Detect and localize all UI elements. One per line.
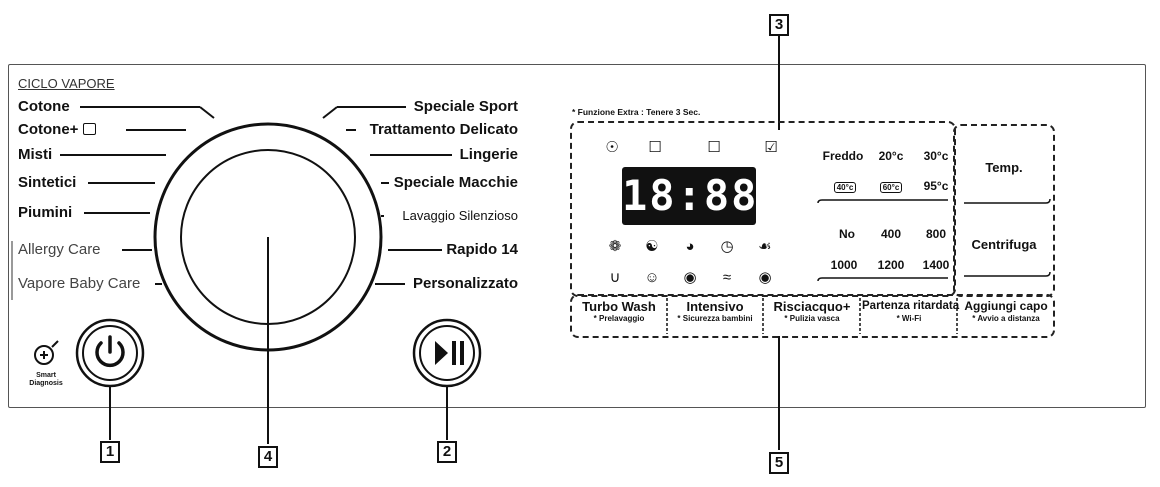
spin-1200: 1200 — [877, 258, 905, 272]
program-trattamento-delicato[interactable]: Trattamento Delicato — [369, 121, 518, 138]
pause-glyph-2 — [460, 341, 464, 365]
callout-1: 1 — [100, 441, 120, 463]
temp-95: 95°c — [923, 179, 949, 193]
spin-1000: 1000 — [830, 258, 858, 272]
child-lock-icon: ☺ — [644, 269, 660, 286]
add-item-icon: ☙ — [758, 238, 772, 255]
turbo-wash-sub: * Prelavaggio — [593, 314, 645, 323]
temp-20: 20°c — [878, 149, 904, 163]
play-glyph — [435, 341, 448, 365]
door-lock-icon: ∪ — [609, 269, 621, 286]
extra-function-note: * Funzione Extra : Tenere 3 Sec. — [572, 107, 701, 117]
program-cotone-plus[interactable]: Cotone+ — [18, 121, 97, 139]
callout-3: 3 — [769, 14, 789, 36]
program-allergy-care[interactable]: Allergy Care — [18, 241, 101, 258]
temp-freddo: Freddo — [822, 149, 864, 163]
temp-30: 30°c — [923, 149, 949, 163]
program-cotone-plus-label: Cotone+ — [18, 121, 79, 138]
steam-icon: ☯ — [645, 238, 659, 255]
pause-glyph-1 — [452, 341, 456, 365]
display-digits: 18:88 — [622, 171, 759, 220]
program-lavaggio-silenzioso[interactable]: Lavaggio Silenzioso — [402, 208, 518, 223]
callout-4: 4 — [258, 446, 278, 468]
intensivo-sub: * Sicurezza bambini — [677, 314, 753, 323]
aggiungi-capo-label: Aggiungi capo — [964, 299, 1048, 313]
display-area-box — [570, 121, 956, 297]
program-piumini[interactable]: Piumini — [18, 204, 73, 221]
risciacquo-plus-button[interactable]: Risciacquo+ * Pulizia vasca — [765, 299, 859, 324]
leader-cotone-curve — [199, 106, 215, 119]
temp-60-box: 60°c — [879, 182, 903, 193]
wash-icon: ☐ — [707, 139, 721, 156]
pre-wash-icon: ☐ — [648, 139, 662, 156]
risciacquo-plus-sub: * Pulizia vasca — [784, 314, 840, 323]
risciacquo-plus-label: Risciacquo+ — [773, 299, 851, 314]
callout-5: 5 — [769, 452, 789, 474]
soak-icon: ◕ — [685, 238, 695, 255]
wifi-icon: ≈ — [722, 269, 732, 286]
program-lingerie[interactable]: Lingerie — [459, 146, 518, 163]
tub-clean-icon: ◉ — [683, 269, 697, 286]
temp-60: 60°c — [871, 179, 911, 194]
temp-spin-buttons-box — [953, 124, 1055, 297]
spin-divider — [817, 277, 948, 282]
partenza-ritardata-label: Partenza ritardata — [862, 300, 960, 312]
ciclo-vapore-label: CICLO VAPORE — [18, 76, 115, 91]
cotone-plus-box-icon — [83, 123, 97, 135]
temp-divider — [817, 199, 948, 204]
intensivo-label: Intensivo — [686, 299, 744, 314]
turbo-wash-label: Turbo Wash — [582, 299, 656, 314]
intensivo-button[interactable]: Intensivo * Sicurezza bambini — [669, 299, 761, 324]
aggiungi-capo-button[interactable]: Aggiungi capo * Avvio a distanza — [959, 299, 1053, 324]
smart-diagnosis-label: Smart Diagnosis — [29, 372, 63, 387]
temp-40: 40°c — [827, 179, 863, 194]
spin-icon: ❁ — [608, 238, 622, 255]
temp-40-box: 40°c — [833, 182, 857, 193]
aggiungi-capo-sub: * Avvio a distanza — [972, 314, 1040, 323]
spin-box-line — [964, 271, 1051, 277]
function-buttons-box — [570, 294, 1055, 338]
leader-sport-curve — [322, 106, 338, 119]
program-personalizzato[interactable]: Personalizzato — [412, 275, 518, 292]
panel-outline — [8, 64, 1146, 408]
partenza-ritardata-sub: * Wi-Fi — [896, 314, 922, 323]
temp-button[interactable]: Temp. — [985, 160, 1023, 175]
program-vapore-baby-care[interactable]: Vapore Baby Care — [18, 275, 141, 292]
spin-no: No — [839, 227, 855, 241]
spin-1400: 1400 — [922, 258, 950, 272]
program-speciale-sport[interactable]: Speciale Sport — [413, 98, 518, 115]
power-glyph-arc — [95, 341, 125, 368]
program-speciale-macchie[interactable]: Speciale Macchie — [393, 174, 518, 191]
program-cotone[interactable]: Cotone — [18, 98, 70, 115]
spin-400: 400 — [880, 227, 902, 241]
program-misti[interactable]: Misti — [18, 146, 53, 163]
spin-800: 800 — [925, 227, 947, 241]
smart-diagnosis-glyph — [34, 345, 54, 365]
digital-display — [622, 167, 756, 225]
turbo-wash-button[interactable]: Turbo Wash * Prelavaggio — [573, 299, 665, 324]
partenza-ritardata-button[interactable]: Partenza ritardata * Wi-Fi — [862, 299, 960, 324]
temp-box-line — [964, 198, 1051, 204]
remote-start-icon: ◉ — [758, 269, 772, 286]
no-rinse-icon: ☉ — [605, 139, 619, 156]
start-button-inner — [419, 325, 475, 381]
centrifuga-button[interactable]: Centrifuga — [971, 237, 1037, 252]
callout-2: 2 — [437, 441, 457, 463]
program-rapido-14[interactable]: Rapido 14 — [446, 241, 518, 258]
rinse-icon: ☑ — [764, 139, 778, 156]
timer-icon: ◷ — [720, 238, 734, 255]
program-sintetici[interactable]: Sintetici — [18, 174, 77, 191]
power-button-inner — [82, 325, 138, 381]
